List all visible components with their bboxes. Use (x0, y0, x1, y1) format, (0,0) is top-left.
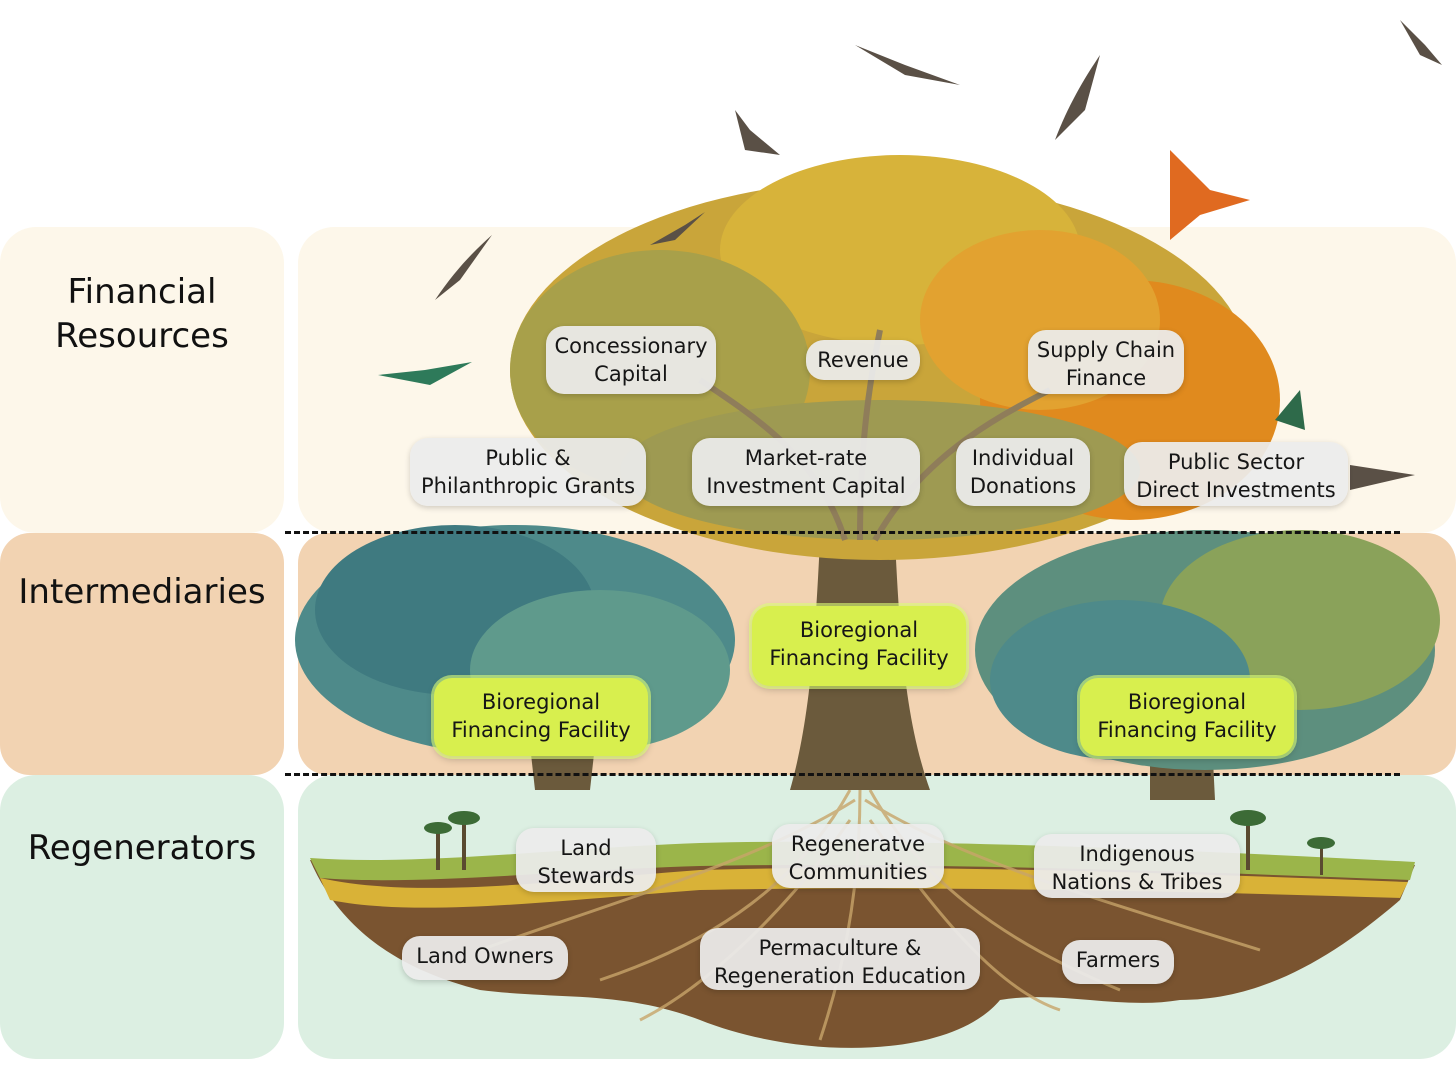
birds (378, 20, 1442, 490)
pill-indigenous-nations-tribes: Indigenous Nations & Tribes (1034, 834, 1240, 898)
divider-intermediaries-regenerators (285, 773, 1400, 776)
pill-regenerative-communities: Regeneratve Communities (772, 824, 944, 888)
bird-8 (1275, 390, 1305, 430)
intermediaries-band-left (0, 533, 284, 775)
pill-bioregional-financing-facility-right: Bioregional Financing Facility (1080, 678, 1294, 756)
palm-trees (424, 810, 1335, 875)
pill-individual-donations: Individual Donations (956, 438, 1090, 506)
bird-7 (1400, 20, 1442, 65)
pill-bioregional-financing-facility-left: Bioregional Financing Facility (434, 678, 648, 756)
layer-label-regenerators: Regenerators (27, 828, 257, 868)
bird-9 (1350, 465, 1415, 490)
pill-market-rate-investment-capital: Market-rate Investment Capital (692, 438, 920, 506)
bird-1 (855, 45, 960, 85)
divider-financial-intermediaries (285, 531, 1400, 534)
layer-label-intermediaries: Intermediaries (18, 572, 266, 612)
pill-public-sector-direct-investments: Public Sector Direct Investments (1124, 442, 1348, 506)
pill-land-stewards: Land Stewards (516, 828, 656, 892)
bird-6 (378, 362, 472, 385)
pill-permaculture-regeneration-education: Permaculture & Regeneration Education (700, 928, 980, 990)
regenerators-band-left (0, 775, 284, 1059)
bird-2 (1055, 55, 1100, 140)
layer-label-financial-resources: Financial Resources (55, 272, 229, 356)
bird-3 (1170, 150, 1250, 240)
pill-revenue: Revenue (806, 340, 920, 380)
financial-band-left (0, 227, 284, 533)
bird-5 (435, 235, 492, 300)
pill-bioregional-financing-facility-center: Bioregional Financing Facility (752, 606, 966, 686)
pill-supply-chain-finance: Supply Chain Finance (1028, 330, 1184, 394)
bird-4 (735, 110, 780, 155)
pill-land-owners: Land Owners (402, 936, 568, 980)
pill-public-philanthropic-grants: Public & Philanthropic Grants (410, 438, 646, 506)
pill-farmers: Farmers (1062, 940, 1174, 984)
pill-concessionary-capital: Concessionary Capital (546, 326, 716, 394)
